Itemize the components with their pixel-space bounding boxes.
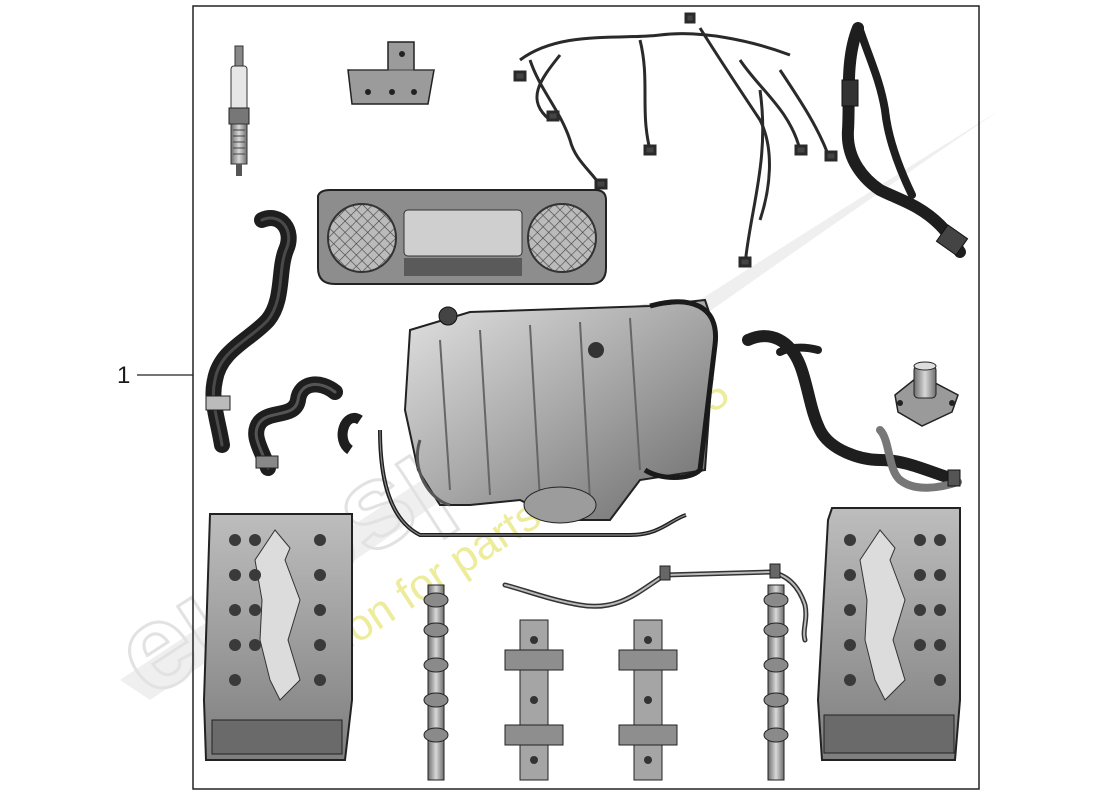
breather-hose[interactable] xyxy=(248,376,343,476)
diagram-frame xyxy=(192,5,980,790)
mounting-bracket[interactable] xyxy=(347,41,435,105)
callout-1[interactable]: 1 xyxy=(117,362,193,389)
coolant-hose-left[interactable] xyxy=(205,210,297,453)
camshaft-bridge[interactable] xyxy=(618,619,678,781)
camshaft[interactable] xyxy=(423,584,449,781)
spark-plug[interactable] xyxy=(228,45,250,176)
cylinder-head-right[interactable] xyxy=(816,507,961,761)
callout-number: 1 xyxy=(117,362,130,389)
camshaft-bridge[interactable] xyxy=(504,619,564,781)
cylinder-head-left[interactable] xyxy=(202,513,353,761)
thermostat-housing[interactable] xyxy=(894,361,959,427)
camshaft[interactable] xyxy=(763,584,789,781)
wiring-harness[interactable] xyxy=(513,12,838,268)
engine-cover-grille[interactable] xyxy=(317,189,607,285)
coolant-hose-right[interactable] xyxy=(742,330,962,492)
oil-line[interactable] xyxy=(502,563,809,643)
intake-manifold[interactable] xyxy=(337,298,719,537)
fuel-line[interactable] xyxy=(841,22,969,258)
